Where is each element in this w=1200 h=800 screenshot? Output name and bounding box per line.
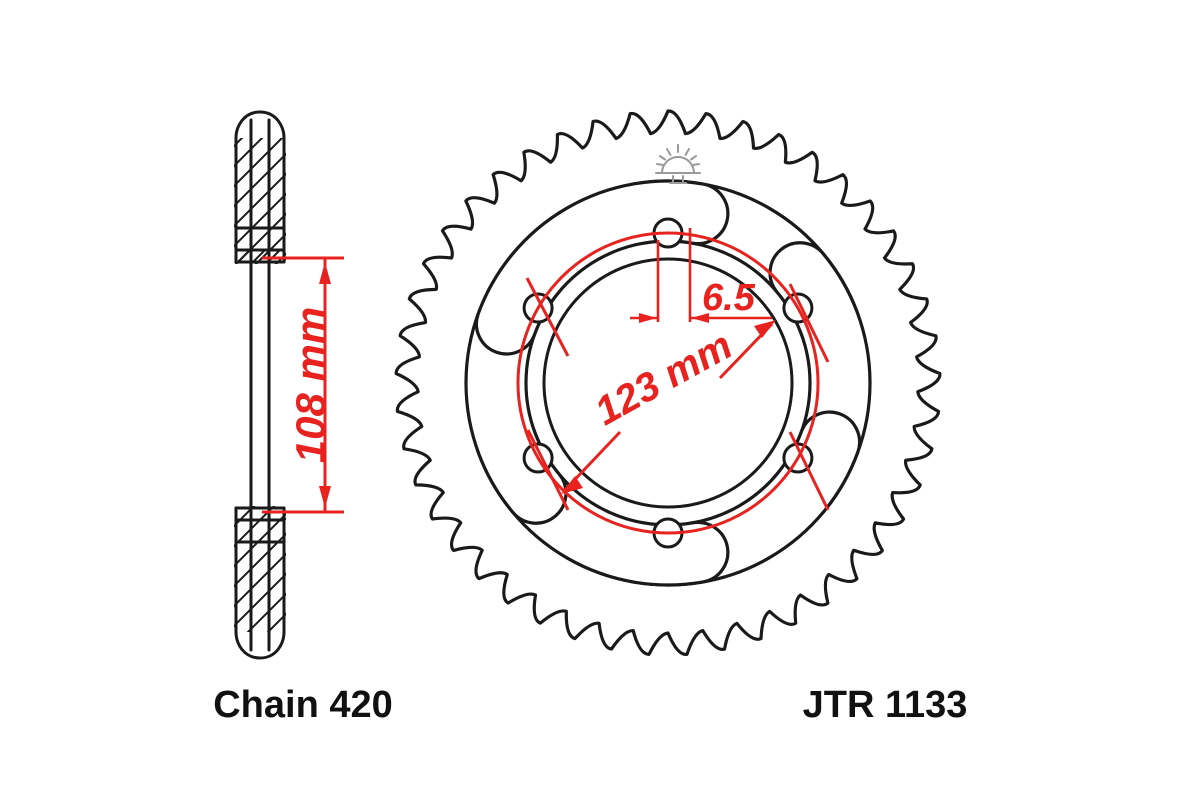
dim-123-tick-lower-left: [526, 429, 570, 511]
dim-65-label: 6.5: [702, 277, 756, 319]
dim-108-arrow-top: [319, 262, 331, 284]
caption-part-number: JTR 1133: [803, 684, 968, 726]
dimension-thickness-108mm: 108 mm: [262, 256, 344, 514]
caption-chain: Chain 420: [213, 684, 393, 726]
side-hub-bottom: [234, 506, 286, 660]
side-profile-view: [234, 110, 286, 660]
dim-65-arrow-left: [639, 313, 657, 323]
sunrise-icon: [655, 144, 701, 184]
dimension-offset-6-5: 6.5: [630, 228, 772, 323]
dim-123-tick-upper-left: [525, 277, 570, 357]
dim-108-arrow-bottom: [319, 486, 331, 508]
dim-123-pcd-circle: [516, 231, 820, 535]
dim-123-tick-upper-right: [788, 283, 830, 363]
dim-108-label: 108 mm: [287, 307, 334, 463]
side-hatch-top: [234, 138, 286, 264]
sprocket-face-view: [394, 109, 942, 656]
dim-123-arrow-lower-left: [561, 476, 583, 494]
dim-65-arrow-right: [691, 313, 709, 323]
dim-123-arrow-upper-right: [754, 320, 776, 338]
sprocket-center-bore: [542, 257, 794, 509]
side-hub-top: [234, 110, 286, 264]
dim-123-tick-lower-right: [788, 431, 830, 511]
side-hatch-bottom: [234, 506, 286, 632]
